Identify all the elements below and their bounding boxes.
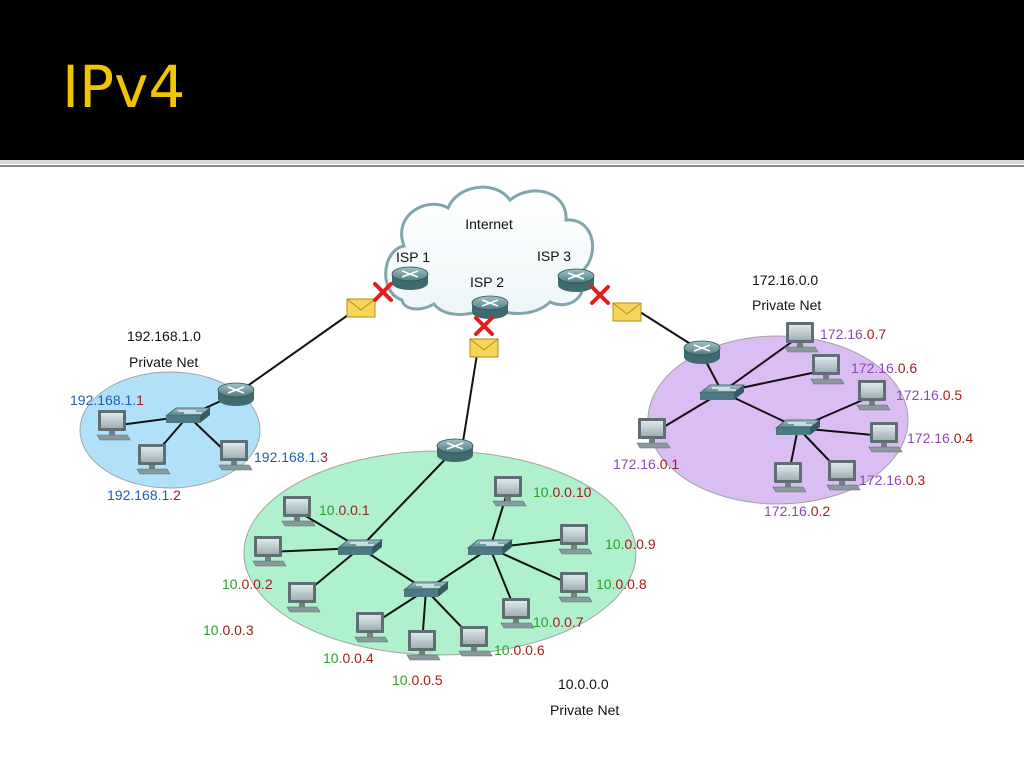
host-ip-15: 172.16.0.2	[764, 503, 830, 519]
pc-4-icon	[281, 496, 316, 527]
slide-header: IPv4	[0, 0, 1024, 160]
host-ip-6: 10.0.0.3	[203, 622, 254, 638]
network-link-0	[235, 307, 359, 395]
host-ip-14: 172.16.0.1	[613, 456, 679, 472]
network-address-b: 10.0.0.0	[558, 676, 609, 692]
router-172-icon	[683, 340, 721, 364]
network-link-1	[461, 347, 479, 449]
blocked-isp3-icon	[590, 285, 610, 305]
isp3-label: ISP 3	[537, 248, 571, 264]
network-label-a: Private Net	[129, 354, 198, 370]
network-link-22	[721, 335, 801, 393]
blocked-isp2-icon	[474, 316, 494, 336]
host-ip-16: 172.16.0.3	[859, 472, 925, 488]
pc-15-icon	[772, 462, 807, 493]
host-ip-19: 172.16.0.6	[851, 360, 917, 376]
switch-10-left-icon	[336, 539, 384, 555]
host-ip-20: 172.16.0.7	[820, 326, 886, 342]
isp2-label: ISP 2	[470, 274, 504, 290]
network-zone-a	[79, 371, 261, 489]
pc-19-icon	[810, 354, 845, 385]
pc-8-icon	[406, 630, 441, 661]
host-ip-17: 172.16.0.4	[907, 430, 973, 446]
switch-172-top-icon	[698, 384, 746, 400]
pc-10-icon	[500, 598, 535, 629]
host-ip-1: 192.168.1.1	[70, 392, 144, 408]
host-ip-9: 10.0.0.6	[494, 642, 545, 658]
network-address-a: 192.168.1.0	[127, 328, 201, 344]
pc-12-icon	[558, 524, 593, 555]
host-ip-12: 10.0.0.9	[605, 536, 656, 552]
router-192-icon	[217, 382, 255, 406]
pc-6-icon	[286, 582, 321, 613]
host-ip-2: 192.168.1.2	[107, 487, 181, 503]
pc-16-icon	[826, 460, 861, 491]
slide-title: IPv4	[62, 53, 186, 121]
host-ip-4: 10.0.0.1	[319, 502, 370, 518]
pc-20-icon	[784, 322, 819, 353]
host-ip-5: 10.0.0.2	[222, 576, 273, 592]
envelope-isp3-icon	[612, 302, 642, 322]
host-ip-10: 10.0.0.7	[533, 614, 584, 630]
host-ip-18: 172.16.0.5	[896, 387, 962, 403]
network-label-c: Private Net	[752, 297, 821, 313]
host-ip-7: 10.0.0.4	[323, 650, 374, 666]
switch-10-center-icon	[402, 581, 450, 597]
pc-1-icon	[96, 410, 131, 441]
router-10-icon	[436, 438, 474, 462]
pc-18-icon	[856, 380, 891, 411]
host-ip-13: 10.0.0.10	[533, 484, 592, 500]
host-ip-11: 10.0.0.8	[596, 576, 647, 592]
network-link-7	[359, 448, 456, 549]
switch-192-icon	[164, 407, 212, 423]
isp1-label: ISP 1	[396, 249, 430, 265]
pc-14-icon	[636, 418, 671, 449]
host-ip-8: 10.0.0.5	[392, 672, 443, 688]
pc-11-icon	[558, 572, 593, 603]
pc-9-icon	[458, 626, 493, 657]
switch-10-right-icon	[466, 539, 514, 555]
pc-7-icon	[354, 612, 389, 643]
host-ip-3: 192.168.1.3	[254, 449, 328, 465]
internet-label: Internet	[465, 216, 513, 232]
envelope-isp2-icon	[469, 338, 499, 358]
pc-2-icon	[136, 444, 171, 475]
header-rule	[0, 160, 1024, 164]
envelope-isp1-icon	[346, 298, 376, 318]
pc-13-icon	[492, 476, 527, 507]
header-rule-shadow	[0, 165, 1024, 167]
pc-3-icon	[218, 440, 253, 471]
network-label-b: Private Net	[550, 702, 619, 718]
network-address-c: 172.16.0.0	[752, 272, 818, 288]
pc-17-icon	[868, 422, 903, 453]
switch-172-center-icon	[774, 419, 822, 435]
blocked-isp1-icon	[373, 282, 393, 302]
pc-5-icon	[252, 536, 287, 567]
isp2-router-icon	[471, 295, 509, 319]
isp3-router-icon	[557, 268, 595, 292]
isp1-router-icon	[391, 266, 429, 290]
